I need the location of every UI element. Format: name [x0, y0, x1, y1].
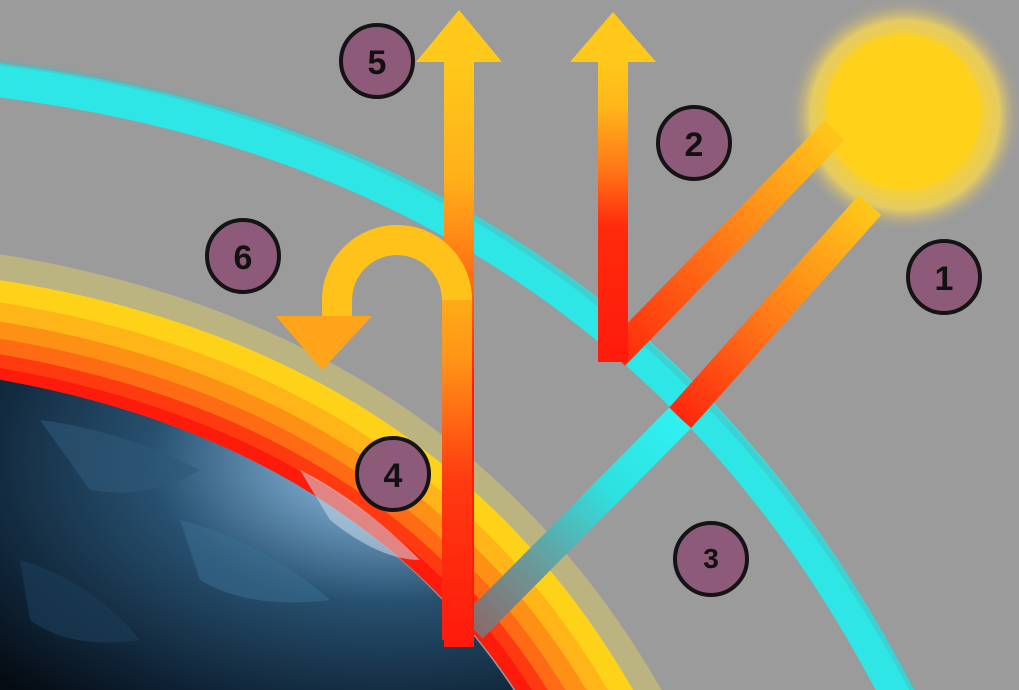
marker-5-label: 5: [368, 44, 387, 82]
marker-3-label: 3: [703, 543, 719, 574]
marker-6: 6: [207, 220, 279, 292]
marker-2-label: 2: [685, 126, 704, 164]
marker-6-label: 6: [234, 239, 253, 277]
marker-5: 5: [341, 25, 413, 97]
marker-4-label: 4: [384, 457, 403, 495]
marker-2: 2: [658, 107, 730, 179]
marker-4: 4: [357, 438, 429, 510]
marker-3: 3: [675, 523, 747, 595]
marker-1: 1: [908, 241, 980, 313]
marker-1-label: 1: [935, 260, 954, 298]
